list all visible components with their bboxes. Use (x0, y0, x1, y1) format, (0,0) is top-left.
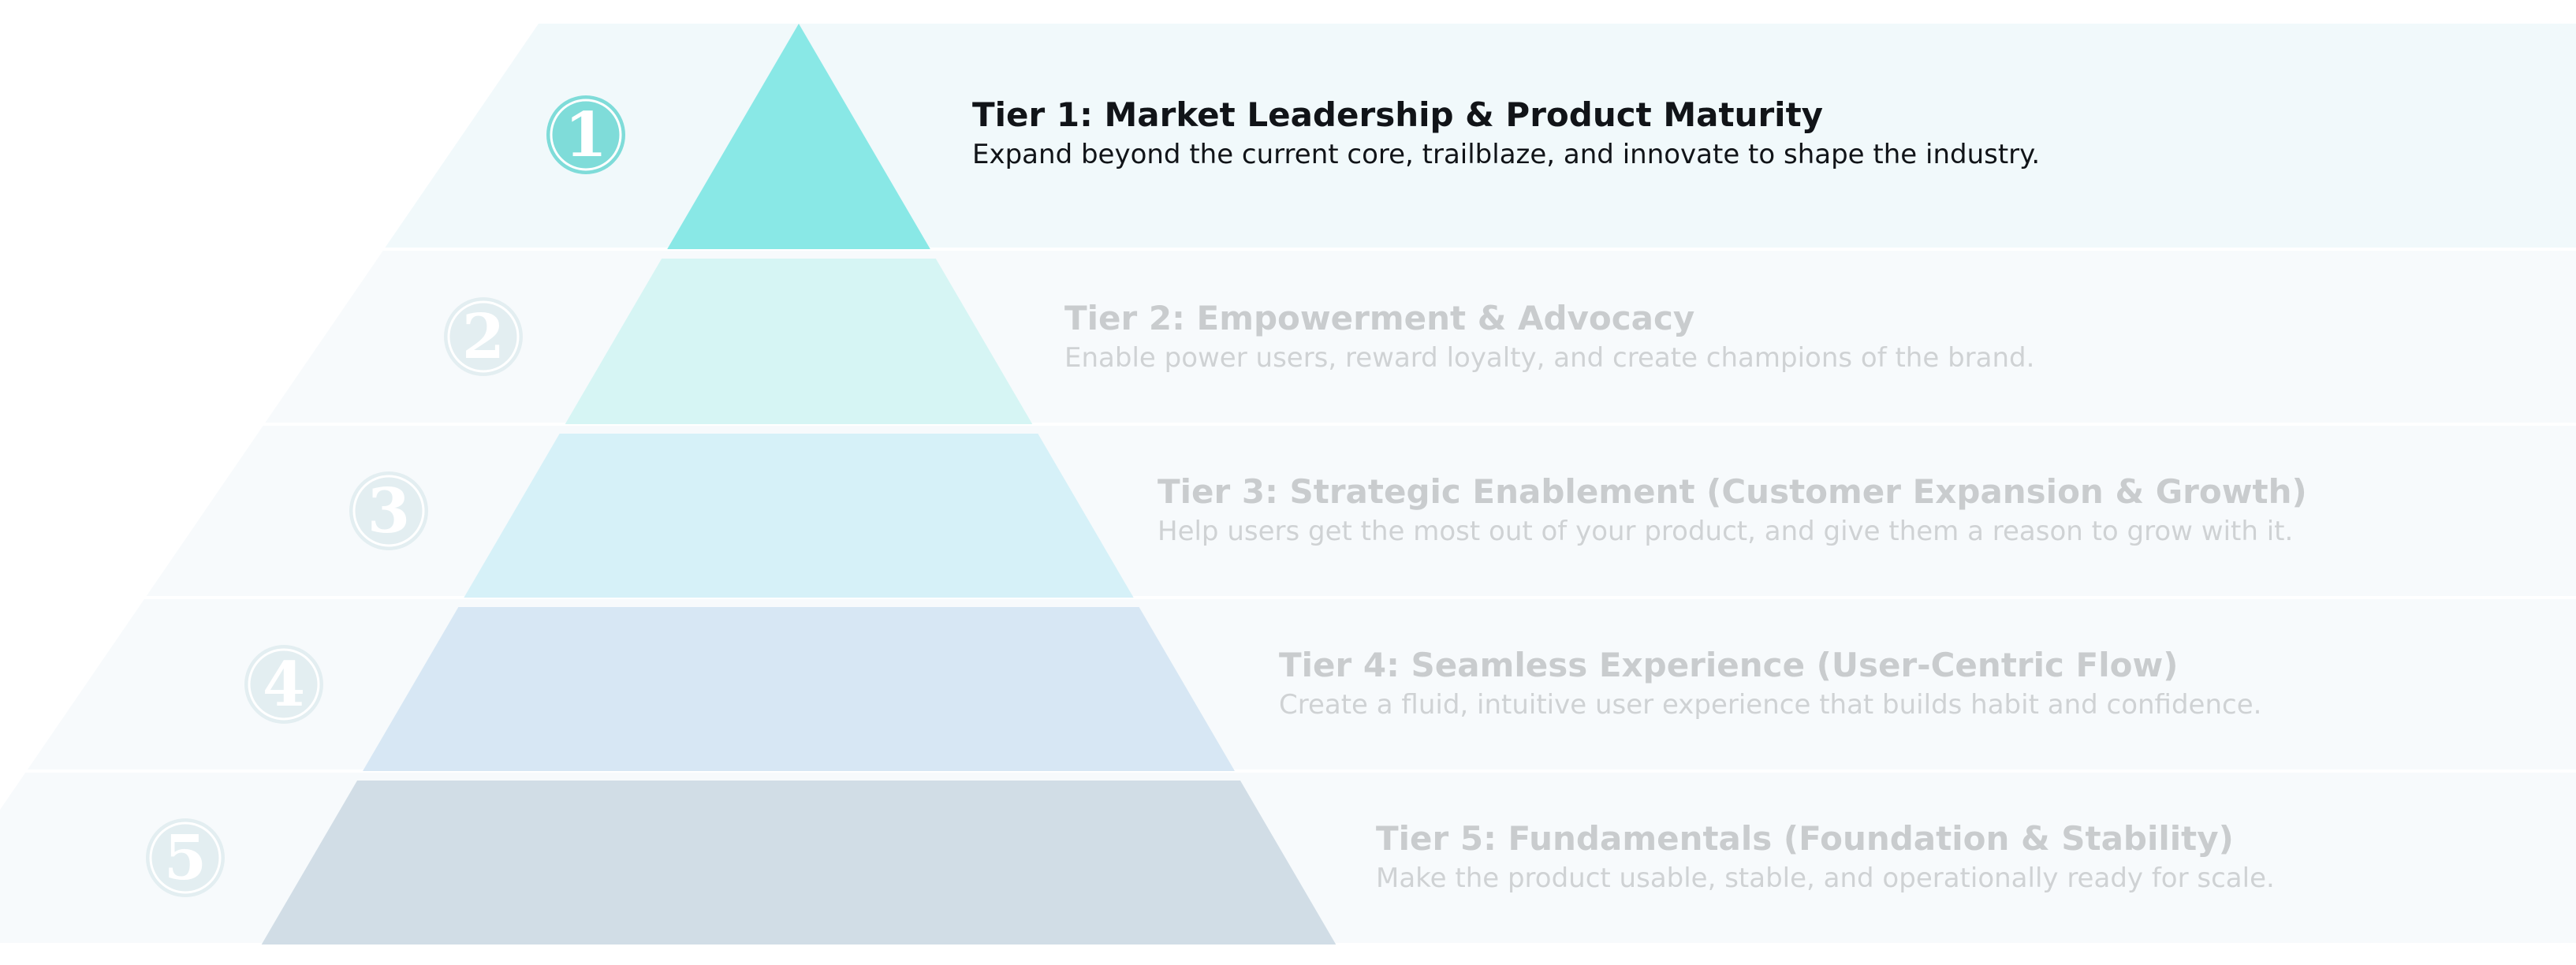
badge-outer-ring (546, 95, 625, 174)
tier-2-description: Enable power users, reward loyalty, and … (1064, 342, 2035, 374)
tier-1-slice (667, 24, 930, 249)
tier-1-band (385, 24, 2576, 248)
tier-3-slice (464, 434, 1134, 598)
tier-3-text: Tier 3: Strategic Enablement (Customer E… (1158, 471, 2307, 550)
tier-4-number: 4 (263, 649, 305, 721)
badge-inner-ring (248, 648, 320, 721)
tier-2-badge: 2 (444, 297, 523, 376)
tier-1-number: 1 (565, 99, 607, 171)
tier-1: 1 (385, 24, 2576, 249)
tier-2-slice (565, 259, 1033, 424)
badge-outer-ring (244, 645, 323, 724)
tier-4-badge: 4 (244, 645, 323, 724)
tier-5-badge: 5 (146, 818, 225, 897)
badge-inner-ring (447, 300, 520, 373)
tier-1-title: Tier 1: Market Leadership & Product Matu… (972, 95, 1824, 134)
badge-inner-ring (550, 99, 622, 171)
tier-5-slice (261, 781, 1336, 945)
tier-3: 3 (146, 426, 2576, 598)
tier-2: 2 (265, 251, 2576, 424)
badge-outer-ring (349, 471, 428, 550)
tier-5-number: 5 (164, 822, 207, 894)
tier-5: 5 (0, 773, 2576, 945)
badge-outer-ring (146, 818, 225, 897)
tier-4-description: Create a fluid, intuitive user experienc… (1279, 689, 2262, 721)
tier-1-text: Tier 1: Market Leadership & Product Matu… (972, 95, 2040, 173)
tier-1-description: Expand beyond the current core, trailbla… (972, 139, 2041, 170)
tier-2-number: 2 (462, 301, 505, 373)
tier-5-description: Make the product usable, stable, and ope… (1376, 863, 2275, 894)
badge-outer-ring (444, 297, 523, 376)
badge-inner-ring (352, 475, 425, 547)
tier-5-text: Tier 5: Fundamentals (Foundation & Stabi… (1376, 818, 2275, 897)
tier-2-title: Tier 2: Empowerment & Advocacy (1064, 299, 1695, 337)
tier-3-badge: 3 (349, 471, 428, 550)
badge-inner-ring (149, 822, 222, 894)
tier-1-badge: 1 (546, 95, 625, 174)
tier-4-text: Tier 4: Seamless Experience (User-Centri… (1279, 645, 2261, 724)
tier-3-description: Help users get the most out of your prod… (1158, 516, 2294, 547)
tier-4-title: Tier 4: Seamless Experience (User-Centri… (1279, 646, 2179, 684)
tier-4: 4 (27, 599, 2576, 771)
tier-3-title: Tier 3: Strategic Enablement (Customer E… (1158, 472, 2307, 511)
tier-4-slice (363, 607, 1235, 771)
tier-5-title: Tier 5: Fundamentals (Foundation & Stabi… (1376, 819, 2234, 858)
tier-3-number: 3 (367, 475, 410, 547)
